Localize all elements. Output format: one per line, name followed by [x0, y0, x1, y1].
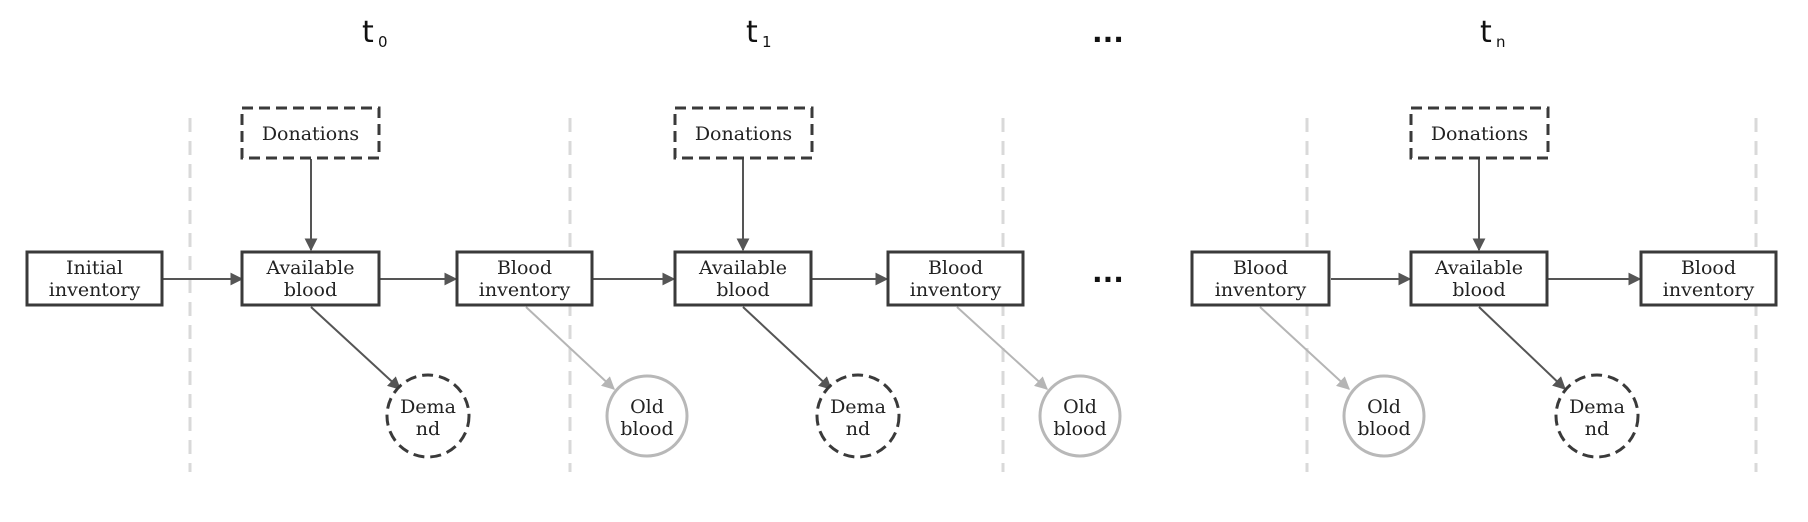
svg-text:Blood: Blood: [1681, 257, 1736, 279]
svg-text:inventory: inventory: [1663, 279, 1755, 301]
svg-text:t: t: [1480, 15, 1492, 50]
flow-arrows: [163, 159, 1642, 390]
donations-box: Donations: [1409, 106, 1550, 160]
blood-inventory-box: Blood inventory: [1190, 250, 1331, 307]
svg-text:Blood: Blood: [497, 257, 552, 279]
svg-text:nd: nd: [1585, 418, 1609, 440]
svg-text:Available: Available: [266, 257, 355, 279]
available-blood-box: Available blood: [673, 250, 813, 307]
old-blood-node: Old blood: [1038, 374, 1122, 458]
svg-text:nd: nd: [846, 418, 870, 440]
demand-node: Dema nd: [815, 373, 901, 459]
svg-text:Dema: Dema: [1569, 396, 1625, 418]
svg-text:Donations: Donations: [695, 123, 792, 145]
svg-text:inventory: inventory: [49, 279, 141, 301]
old-blood-node: Old blood: [605, 374, 689, 458]
svg-text:inventory: inventory: [479, 279, 571, 301]
svg-text:t: t: [746, 15, 758, 50]
svg-text:blood: blood: [620, 418, 673, 440]
donations-box: Donations: [673, 106, 814, 160]
svg-text:1: 1: [762, 33, 772, 51]
period-header-t1: t 1: [746, 15, 772, 51]
demand-node: Dema nd: [385, 373, 471, 459]
svg-text:Donations: Donations: [262, 123, 359, 145]
initial-inventory-box: Initial inventory: [25, 250, 164, 307]
arrow-inventory-to-old-blood: [1259, 306, 1350, 390]
svg-text:Available: Available: [1434, 257, 1523, 279]
available-blood-box: Available blood: [1409, 250, 1549, 307]
svg-text:nd: nd: [416, 418, 440, 440]
svg-text:Blood: Blood: [928, 257, 983, 279]
svg-text:t: t: [362, 15, 374, 50]
arrow-inventory-to-old-blood: [525, 306, 615, 390]
arrow-available-to-demand: [742, 306, 832, 390]
svg-text:Initial: Initial: [66, 257, 123, 279]
svg-text:n: n: [1496, 33, 1506, 51]
period-dividers: [188, 118, 1758, 472]
arrow-available-to-demand: [310, 306, 401, 390]
svg-text:blood: blood: [284, 279, 337, 301]
arrow-inventory-to-old-blood: [956, 306, 1048, 390]
header-ellipsis: ...: [1092, 16, 1124, 49]
blood-inventory-box: Blood inventory: [886, 250, 1025, 307]
donations-box: Donations: [240, 106, 381, 160]
middle-ellipsis: ...: [1092, 256, 1124, 289]
svg-text:blood: blood: [1452, 279, 1505, 301]
svg-text:Available: Available: [698, 257, 787, 279]
arrow-available-to-demand: [1478, 306, 1566, 390]
blood-inventory-box: Blood inventory: [1639, 250, 1778, 307]
svg-text:Dema: Dema: [830, 396, 886, 418]
svg-text:Old: Old: [1063, 396, 1097, 418]
svg-text:blood: blood: [1357, 418, 1410, 440]
old-blood-node: Old blood: [1342, 374, 1426, 458]
blood-inventory-box: Blood inventory: [455, 250, 594, 307]
demand-node: Dema nd: [1554, 373, 1640, 459]
svg-text:Dema: Dema: [400, 396, 456, 418]
svg-text:Old: Old: [630, 396, 664, 418]
svg-text:Donations: Donations: [1431, 123, 1528, 145]
svg-text:Old: Old: [1367, 396, 1401, 418]
svg-text:0: 0: [378, 33, 388, 51]
period-header-tn: t n: [1480, 15, 1506, 51]
svg-text:blood: blood: [716, 279, 769, 301]
svg-text:blood: blood: [1053, 418, 1106, 440]
svg-text:inventory: inventory: [910, 279, 1002, 301]
available-blood-box: Available blood: [240, 250, 381, 307]
svg-text:inventory: inventory: [1215, 279, 1307, 301]
svg-text:Blood: Blood: [1233, 257, 1288, 279]
period-header-t0: t 0: [362, 15, 388, 51]
